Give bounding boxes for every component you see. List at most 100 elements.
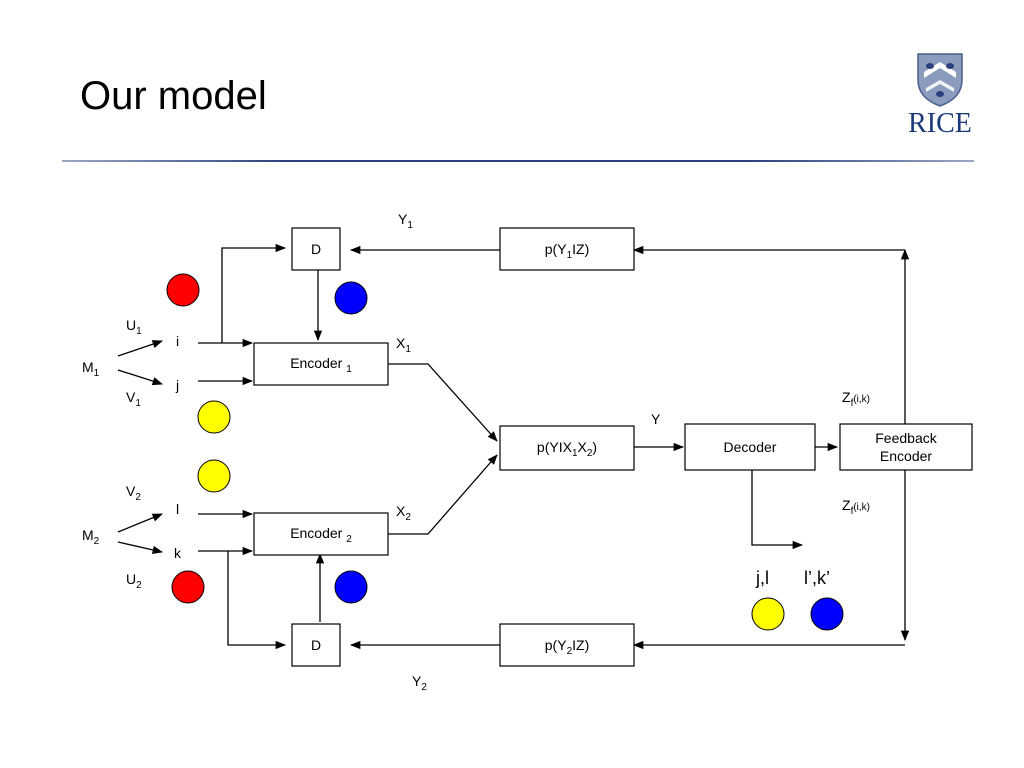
feedback-encoder-box [839,423,973,471]
v2-label: V2 [126,483,141,503]
encoder-2-text: Encoder [290,525,342,541]
logo-text: RICE [908,108,972,139]
red-dot-u1 [166,273,200,307]
u1-text: U [126,317,136,333]
m1-text: M [82,359,94,375]
py2-suffix: IZ) [572,637,589,653]
shield-icon [917,53,963,107]
py1-sub: 1 [567,250,573,261]
py2-prefix: p(Y [545,637,567,653]
wire-x1-channel [388,363,498,442]
title-divider [62,160,974,162]
py2-sub: 2 [567,646,573,657]
wire-x2-channel [388,454,498,535]
wire-m2-u2 [117,541,164,554]
wire-decoder-output [751,470,804,550]
v1-sub: 1 [135,398,141,409]
k-label: k [174,545,182,561]
py2-box [499,623,635,667]
y2-label: Y2 [412,673,427,693]
encoder-1-text: Encoder [290,355,342,371]
output-jl-label: j,l [755,568,769,588]
red-dot-u2 [171,570,205,604]
blue-dot-d-bottom [334,570,368,604]
yellow-dot-output [751,597,785,631]
zf-bottom-suffix: (i,k) [853,502,870,513]
l-label: l [176,501,179,517]
output-lk-label: l’,k’ [804,568,830,588]
x1-sub: 1 [405,344,411,355]
feedback-encoder-line1: Feedback [875,430,937,446]
wire-m1-u1 [117,340,163,357]
encoder-1-sub: 1 [346,364,352,375]
py1-label: p(Y1IZ) [545,241,589,261]
encoder-1-box [253,342,389,386]
wire-i-d-top [221,243,287,343]
y1-text: Y [398,211,408,227]
decoder-box [684,423,816,471]
slide-title: Our model [80,74,267,118]
yellow-dot-v1 [197,400,231,434]
py1-prefix: p(Y [545,241,567,257]
py1-box [499,227,635,271]
x1-label: X1 [396,335,411,355]
zf-bottom-sub: f [851,506,854,517]
j-label: j [175,377,179,393]
y2-text: Y [412,673,422,689]
wire-m1-v1 [117,369,163,386]
u2-label: U2 [126,571,142,591]
d-top-box [291,227,341,271]
py2-label: p(Y2IZ) [545,637,589,657]
zf-top-suffix: (i,k) [853,394,870,405]
blue-dot-output [810,597,844,631]
zf-top-label: Zf(i,k) [842,389,870,409]
v2-text: V [126,483,136,499]
y1-sub: 1 [407,220,413,231]
m2-label: M2 [82,527,100,547]
rice-logo: RICE [904,50,976,150]
channel-label: p(YIX1X2) [537,439,597,459]
m2-sub: 2 [94,536,100,547]
m1-label: M1 [82,359,100,379]
blue-dot-d-top [334,281,368,315]
decoder-label: Decoder [724,439,777,455]
encoder-2-sub: 2 [346,534,352,545]
i-label: i [176,333,179,349]
y2-sub: 2 [421,682,427,693]
channel-sub-2: 2 [587,448,593,459]
zf-bottom-label: Zf(i,k) [842,497,870,517]
channel-box [499,425,635,471]
v1-text: V [126,389,136,405]
zf-top-sub: f [851,398,854,409]
zf-bottom-text: Z [842,497,851,513]
u2-text: U [126,571,136,587]
d-bottom-box [291,623,341,667]
channel-prefix: p(YIX [537,439,573,455]
zf-top-text: Z [842,389,851,405]
channel-suffix: ) [592,439,597,455]
feedback-encoder-line2: Encoder [880,448,932,464]
encoder-2-label: Encoder 2 [290,525,352,545]
y1-label: Y1 [398,211,413,231]
x2-text: X [396,503,406,519]
x2-label: X2 [396,503,411,523]
u1-sub: 1 [136,326,142,337]
d-bottom-label: D [311,637,321,653]
d-top-label: D [311,241,321,257]
v2-sub: 2 [135,492,141,503]
wire-m2-v2 [117,513,163,533]
encoder-2-box [253,512,389,556]
u1-label: U1 [126,317,142,337]
x1-text: X [396,335,406,351]
channel-sub-1: 1 [572,448,578,459]
v1-label: V1 [126,389,141,409]
x2-sub: 2 [405,512,411,523]
channel-mid: X [578,439,588,455]
py1-suffix: IZ) [572,241,589,257]
wire-k-d-bottom [227,551,287,650]
m1-sub: 1 [94,368,100,379]
m2-text: M [82,527,94,543]
y-label: Y [651,411,661,427]
